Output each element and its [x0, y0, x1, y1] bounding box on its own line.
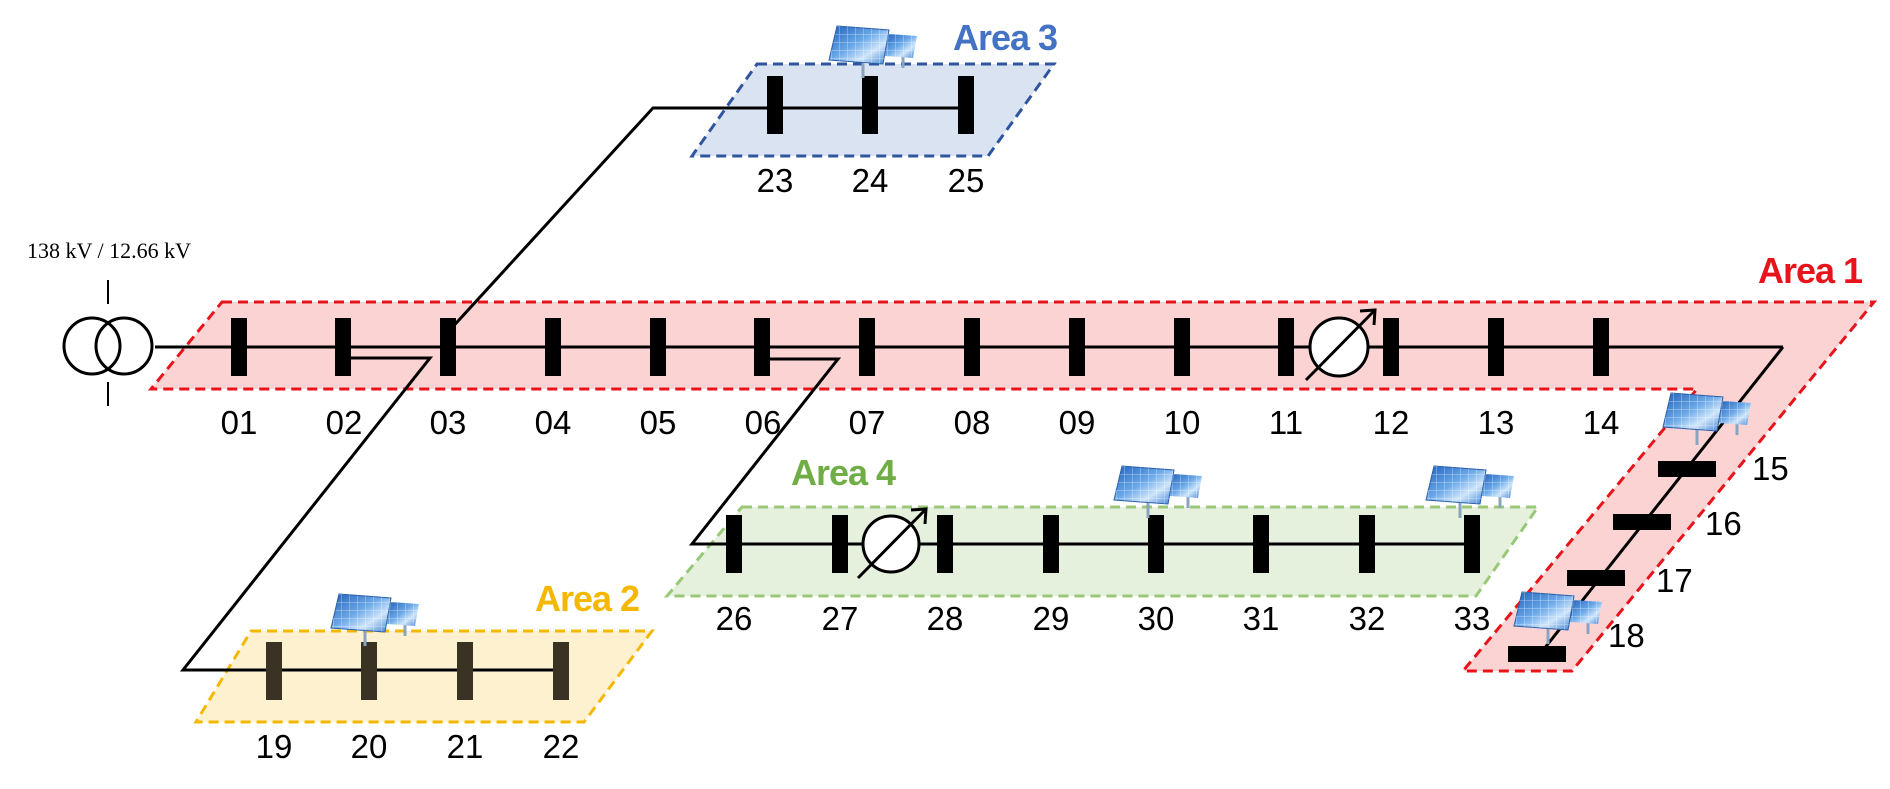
bus-label-19: 19	[256, 728, 293, 765]
bus-label-23: 23	[757, 162, 794, 199]
bus-label-09: 09	[1059, 404, 1096, 441]
bus-label-16: 16	[1705, 505, 1742, 542]
bus-label-21: 21	[447, 728, 484, 765]
bus-bar-12	[1383, 318, 1399, 376]
bus-bar-18	[1508, 646, 1566, 662]
bus-bar-20	[361, 642, 377, 700]
branch-26-33-line	[688, 357, 1468, 546]
bus-label-05: 05	[640, 404, 677, 441]
bus-bar-25	[958, 76, 974, 134]
area-3-label: Area 3	[953, 17, 1057, 58]
bus-bar-16	[1613, 514, 1671, 530]
bus-label-02: 02	[326, 404, 363, 441]
bus-bar-06	[754, 318, 770, 376]
voltage-regulator-icon	[1304, 308, 1377, 382]
bus-bar-29	[1043, 515, 1059, 573]
bus-bar-07	[859, 318, 875, 376]
area-1-region	[147, 300, 1878, 673]
bus-bar-32	[1359, 515, 1375, 573]
bus-bar-28	[937, 515, 953, 573]
bus-label-22: 22	[543, 728, 580, 765]
bus-bar-21	[457, 642, 473, 700]
bus-bar-31	[1253, 515, 1269, 573]
transformer-rating-label: 138 kV / 12.66 kV	[27, 238, 191, 263]
bus-bar-17	[1567, 570, 1625, 586]
bus-label-26: 26	[716, 600, 753, 637]
bus-label-28: 28	[927, 600, 964, 637]
bus-label-04: 04	[535, 404, 572, 441]
bus-label-27: 27	[822, 600, 859, 637]
bus-label-29: 29	[1033, 600, 1070, 637]
bus-label-31: 31	[1243, 600, 1280, 637]
bus-bars	[231, 76, 1716, 700]
bus-label-03: 03	[430, 404, 467, 441]
bus-label-17: 17	[1656, 562, 1693, 599]
voltage-regulator-icon	[856, 507, 928, 580]
bus-bar-01	[231, 318, 247, 376]
bus-label-33: 33	[1454, 600, 1491, 637]
bus-label-07: 07	[849, 404, 886, 441]
area-4-region	[663, 505, 1541, 598]
bus-label-10: 10	[1164, 404, 1201, 441]
bus-bar-27	[832, 515, 848, 573]
bus-bar-10	[1174, 318, 1190, 376]
bus-label-08: 08	[954, 404, 991, 441]
bus-bar-26	[726, 515, 742, 573]
bus-bar-02	[335, 318, 351, 376]
bus-bar-19	[266, 642, 282, 700]
area-4-label: Area 4	[791, 452, 896, 493]
area-2-region	[193, 629, 655, 724]
bus-bar-23	[767, 76, 783, 134]
bus-bar-22	[553, 642, 569, 700]
transformer-icon	[62, 280, 154, 406]
bus-bar-13	[1488, 318, 1504, 376]
bus-label-24: 24	[852, 162, 889, 199]
bus-label-15: 15	[1752, 450, 1789, 487]
bus-label-11: 11	[1269, 404, 1303, 441]
bus-label-14: 14	[1583, 404, 1620, 441]
bus-label-18: 18	[1608, 617, 1645, 654]
bus-labels: 01 02 03 04 05 06 07 08 09 10 11 12 13 1…	[221, 162, 1789, 765]
area-1-label: Area 1	[1758, 250, 1863, 291]
bus-bar-08	[964, 318, 980, 376]
bus-label-13: 13	[1478, 404, 1515, 441]
bus-bar-14	[1593, 318, 1609, 376]
bus-bar-03	[440, 318, 456, 376]
bus-label-12: 12	[1373, 404, 1410, 441]
bus-label-20: 20	[351, 728, 388, 765]
bus-label-25: 25	[948, 162, 985, 199]
bus-bar-09	[1069, 318, 1085, 376]
bus-label-06: 06	[745, 404, 782, 441]
bus-label-30: 30	[1138, 600, 1175, 637]
bus-label-32: 32	[1349, 600, 1386, 637]
bus-bar-24	[862, 76, 878, 134]
bus-bar-30	[1148, 515, 1164, 573]
bus-bar-15	[1658, 461, 1716, 477]
bus-bar-05	[650, 318, 666, 376]
bus-bar-04	[545, 318, 561, 376]
bus-bar-33	[1464, 515, 1480, 573]
bus-label-01: 01	[221, 404, 258, 441]
bus-bar-11	[1278, 318, 1294, 376]
area-2-label: Area 2	[535, 578, 639, 619]
